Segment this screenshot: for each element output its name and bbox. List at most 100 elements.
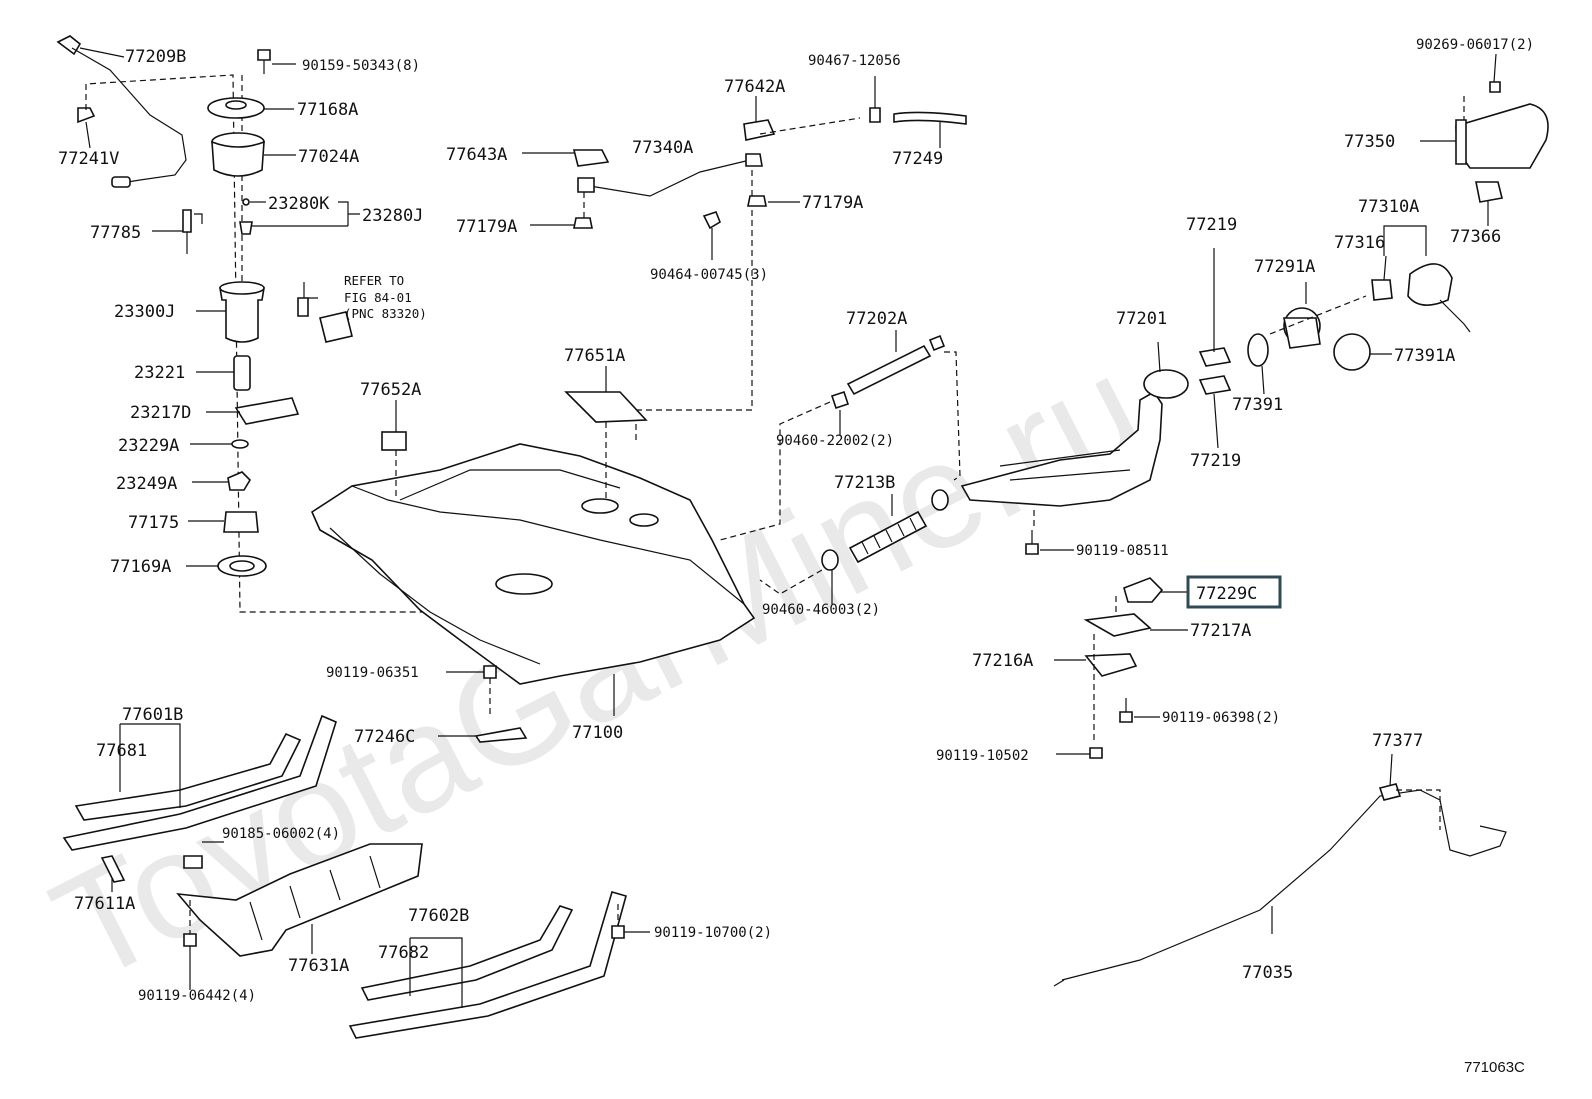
label-90119-10502[interactable]: 90119-10502 [936,748,1029,764]
pad-77651A-part[interactable] [564,391,648,423]
clamp-77377-part[interactable] [1378,783,1402,801]
label-77168A[interactable]: 77168A [297,100,358,120]
insert-77291A-part[interactable] [1283,317,1321,349]
label-90269-06017[interactable]: 90269-06017(2) [1416,37,1534,53]
label-77179A-left[interactable]: 77179A [456,217,517,237]
washer-23229A-part[interactable] [231,439,249,449]
bolt-90119-08511-part[interactable] [1025,543,1039,555]
strap-77682-part[interactable] [348,891,627,1039]
label-77310A[interactable]: 77310A [1358,197,1419,217]
bracket-77216A-part[interactable] [1084,653,1138,677]
clip-90467-part[interactable] [869,107,881,123]
clip-77219-top-part[interactable] [1198,347,1232,367]
label-77681[interactable]: 77681 [96,741,147,761]
label-77229C[interactable]: 77229C [1196,584,1257,604]
label-23217D[interactable]: 23217D [130,403,191,423]
label-90119-06442[interactable]: 90119-06442(4) [138,988,256,1004]
label-77179A-right[interactable]: 77179A [802,193,863,213]
hose-77249-part[interactable] [893,111,967,125]
label-77350[interactable]: 77350 [1344,132,1395,152]
label-77217A[interactable]: 77217A [1190,621,1251,641]
label-77377[interactable]: 77377 [1372,731,1423,751]
fuel-pump-23300J-part[interactable] [219,287,265,343]
pad-77652A-part[interactable] [381,431,407,451]
bolt-90119-10502-part[interactable] [1089,747,1103,759]
bracket-77217A-part[interactable] [1083,613,1152,637]
label-77652A[interactable]: 77652A [360,380,421,400]
label-77201[interactable]: 77201 [1116,309,1167,329]
label-90460-46003[interactable]: 90460-46003(2) [762,602,880,618]
label-77785[interactable]: 77785 [90,223,141,243]
gasket-77391A-part[interactable] [1333,333,1371,371]
label-77216A[interactable]: 77216A [972,651,1033,671]
filter-23217D-part[interactable] [234,397,300,425]
label-90119-06398[interactable]: 90119-06398(2) [1162,710,1280,726]
cable-77035-part[interactable] [1061,789,1507,981]
pad-77611A-part[interactable] [100,855,126,883]
strap-77601B-part[interactable] [74,732,302,821]
label-77219-top[interactable]: 77219 [1186,215,1237,235]
label-90119-08511[interactable]: 90119-08511 [1076,543,1169,559]
oring-77391-part[interactable] [1247,333,1269,367]
hose-77213B-part[interactable] [848,510,928,564]
label-90119-06351[interactable]: 90119-06351 [326,665,419,681]
clip-23249A-part[interactable] [227,471,252,491]
fuel-door-77350-part[interactable] [1455,103,1549,169]
label-90159-50343[interactable]: 90159-50343(8) [302,58,420,74]
fuel-cap-77310A-part[interactable] [1407,263,1453,306]
label-77175[interactable]: 77175 [128,513,179,533]
label-77340A[interactable]: 77340A [632,138,693,158]
clamp-90460-46003-part[interactable] [821,549,839,571]
label-77035[interactable]: 77035 [1242,963,1293,983]
fuel-tank-77100-part[interactable] [310,443,756,685]
label-77100[interactable]: 77100 [572,723,623,743]
label-90464-00745[interactable]: 90464-00745(3) [650,267,768,283]
label-77241V[interactable]: 77241V [58,149,119,169]
label-77631A[interactable]: 77631A [288,956,349,976]
pump-cover-77024A-part[interactable] [211,140,265,177]
clip-77241V-part[interactable] [77,107,96,124]
label-77249[interactable]: 77249 [892,149,943,169]
clamp-90460-22002-part[interactable] [830,390,850,410]
label-77601B[interactable]: 77601B [122,705,183,725]
grommet-77175-part[interactable] [223,511,259,533]
label-90467-12056[interactable]: 90467-12056 [808,53,901,69]
bracket-77229C-part[interactable] [1123,577,1164,603]
screw-90269-part[interactable] [1489,81,1501,93]
bolt-90119-06442-part[interactable] [183,933,197,947]
clamp-upper-part[interactable] [931,489,949,511]
label-77246C[interactable]: 77246C [354,727,415,747]
strap-77602B-part[interactable] [360,905,574,1001]
sender-plug-part[interactable] [111,176,131,188]
bolt-90119-06398-part[interactable] [1119,711,1133,723]
bracket-77246C-part[interactable] [474,727,528,743]
protector-77631A-part[interactable] [176,843,423,957]
hose-77202A-part[interactable] [846,344,932,396]
label-77209B[interactable]: 77209B [125,47,186,67]
strap-77681-part[interactable] [62,714,337,851]
label-90185-06002[interactable]: 90185-06002(4) [222,826,340,842]
label-77291A[interactable]: 77291A [1254,257,1315,277]
label-77366[interactable]: 77366 [1450,227,1501,247]
bolt-90119-10700-part[interactable] [611,925,625,939]
clip-90464-part[interactable] [702,211,721,230]
label-77391[interactable]: 77391 [1232,395,1283,415]
clamp-77642A-part[interactable] [743,119,776,141]
label-77316[interactable]: 77316 [1334,233,1385,253]
label-77611A[interactable]: 77611A [74,894,135,914]
label-77642A[interactable]: 77642A [724,77,785,97]
label-77643A[interactable]: 77643A [446,145,507,165]
bolt-90119-06351-part[interactable] [483,665,497,679]
label-77651A[interactable]: 77651A [564,346,625,366]
filler-pipe-77201-part[interactable] [960,390,1163,507]
label-77682[interactable]: 77682 [378,943,429,963]
label-77213B[interactable]: 77213B [834,473,895,493]
label-77391A[interactable]: 77391A [1394,346,1455,366]
pressure-regulator-part[interactable] [239,221,253,235]
gauge-bracket-77785-part[interactable] [182,209,192,233]
spring-77366-part[interactable] [1475,181,1503,203]
clip-77219-bottom-part[interactable] [1198,375,1232,395]
grommet-77179A-right-part[interactable] [747,195,767,207]
grommet-77179A-left-part[interactable] [573,217,593,229]
label-77024A[interactable]: 77024A [298,147,359,167]
